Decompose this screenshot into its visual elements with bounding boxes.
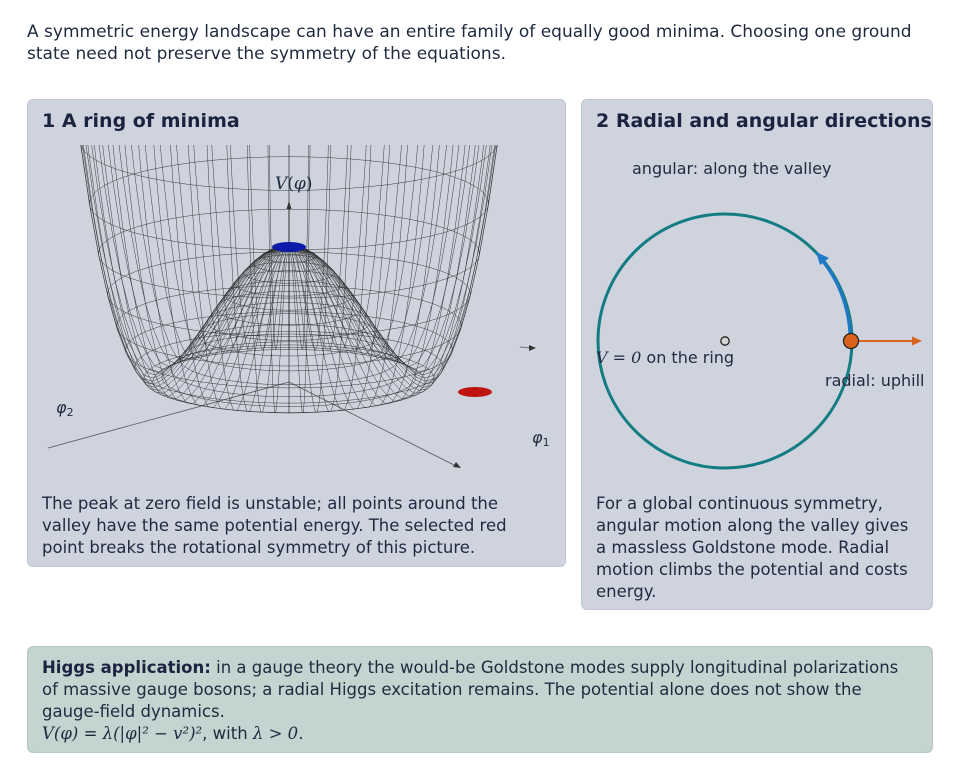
mesh-spoke bbox=[267, 145, 290, 414]
selected-ground-state bbox=[842, 332, 860, 350]
mesh-spoke bbox=[288, 145, 484, 394]
mesh-spoke bbox=[176, 145, 290, 356]
axis-phi2-label: φ2 bbox=[56, 398, 74, 419]
intro-text: A symmetric energy landscape can have an… bbox=[27, 22, 912, 64]
mesh-spoke bbox=[288, 145, 476, 397]
mesh-spoke bbox=[193, 145, 290, 354]
formula-suffix: , with bbox=[202, 724, 253, 743]
potential-formula: V(φ) = λ(|φ|² − v²)² bbox=[42, 724, 203, 743]
panel-ring-of-minima: 1 A ring of minima V(φ) φ2 φ1 The peak a… bbox=[27, 99, 566, 567]
mesh-spoke bbox=[288, 145, 470, 367]
mesh-spoke bbox=[211, 145, 290, 353]
panel1-caption: The peak at zero field is unstable; all … bbox=[42, 494, 507, 557]
mesh-spoke bbox=[230, 145, 290, 352]
mesh-spoke bbox=[269, 145, 290, 351]
higgs-body: in a gauge theory the would-be Goldstone… bbox=[42, 658, 899, 721]
panel2-caption: For a global continuous symmetry, angula… bbox=[596, 494, 909, 601]
mesh-spoke bbox=[249, 145, 290, 351]
mesh-spoke bbox=[288, 145, 493, 376]
mesh-spoke bbox=[102, 145, 290, 397]
mesh-spoke bbox=[83, 145, 290, 388]
radial-label: radial: uphill bbox=[825, 371, 924, 390]
mesh-spoke bbox=[94, 145, 290, 394]
panel-radial-angular: 2 Radial and angular directions angular:… bbox=[581, 99, 933, 610]
mesh-spoke bbox=[138, 145, 290, 404]
mesh-spoke bbox=[153, 145, 290, 407]
mesh-spoke bbox=[288, 145, 460, 364]
mesh-spoke bbox=[170, 145, 290, 408]
peak-marker bbox=[272, 242, 306, 252]
mesh-spoke bbox=[85, 145, 290, 376]
mesh-spoke bbox=[98, 145, 290, 370]
mexican-hat-plot: V(φ) φ2 φ1 bbox=[47, 145, 550, 468]
mesh-spoke bbox=[91, 145, 290, 373]
formula-end: . bbox=[298, 724, 304, 743]
mesh-spoke bbox=[144, 145, 290, 360]
mesh-spoke bbox=[131, 145, 290, 362]
mesh-spoke bbox=[288, 145, 390, 410]
mesh-spoke bbox=[124, 145, 290, 402]
axis-phi2 bbox=[47, 381, 290, 449]
origin-point bbox=[720, 336, 730, 346]
axis-phi1-label: φ1 bbox=[532, 428, 550, 449]
ring-diagram: angular: along the valley V = 0 on the r… bbox=[596, 159, 924, 470]
mesh-spoke bbox=[118, 145, 290, 364]
mesh-spoke bbox=[288, 145, 498, 385]
mesh-spoke bbox=[288, 145, 385, 354]
mesh-spoke bbox=[288, 145, 348, 352]
mesh-spoke bbox=[288, 145, 434, 360]
axis-phi1-arrowhead bbox=[453, 462, 461, 468]
mesh-spoke bbox=[288, 145, 367, 353]
higgs-application-box: Higgs application: in a gauge theory the… bbox=[27, 646, 933, 753]
panel2-title: 2 Radial and angular directions bbox=[596, 110, 932, 132]
axis-v-label: V(φ) bbox=[275, 174, 312, 194]
mesh-spoke bbox=[288, 145, 440, 404]
mesh-spoke bbox=[288, 145, 466, 400]
mesh-spoke bbox=[288, 145, 496, 379]
angular-label: angular: along the valley bbox=[632, 159, 832, 178]
angular-arrow bbox=[819, 258, 852, 342]
panel1-title: 1 A ring of minima bbox=[42, 110, 240, 132]
mesh-spoke bbox=[112, 145, 290, 400]
mesh-ring bbox=[80, 145, 498, 191]
mesh-spoke bbox=[80, 145, 290, 382]
angular-arrowhead bbox=[816, 252, 829, 265]
mesh-spoke bbox=[288, 145, 329, 351]
ring-label: V = 0 on the ring bbox=[596, 348, 734, 367]
higgs-heading: Higgs application: bbox=[42, 658, 211, 677]
mesh-spoke bbox=[188, 145, 290, 410]
lambda-condition: λ > 0 bbox=[252, 724, 299, 743]
mesh-spoke bbox=[288, 145, 454, 402]
mesh-spoke bbox=[288, 145, 447, 362]
axis-right-arrowhead bbox=[529, 345, 536, 351]
mesh-spoke bbox=[288, 145, 418, 357]
mesh-spoke bbox=[288, 145, 311, 414]
axis-phi1 bbox=[288, 381, 459, 468]
mesh-spoke bbox=[160, 145, 290, 357]
radial-arrowhead bbox=[912, 336, 922, 346]
mesh-spoke bbox=[288, 145, 309, 351]
mesh-spoke bbox=[206, 145, 290, 411]
mesh-spoke bbox=[288, 145, 372, 411]
mesh-spoke bbox=[288, 145, 402, 356]
selected-point bbox=[458, 387, 492, 397]
surface-mesh bbox=[80, 145, 498, 414]
mesh-spoke bbox=[288, 145, 495, 388]
